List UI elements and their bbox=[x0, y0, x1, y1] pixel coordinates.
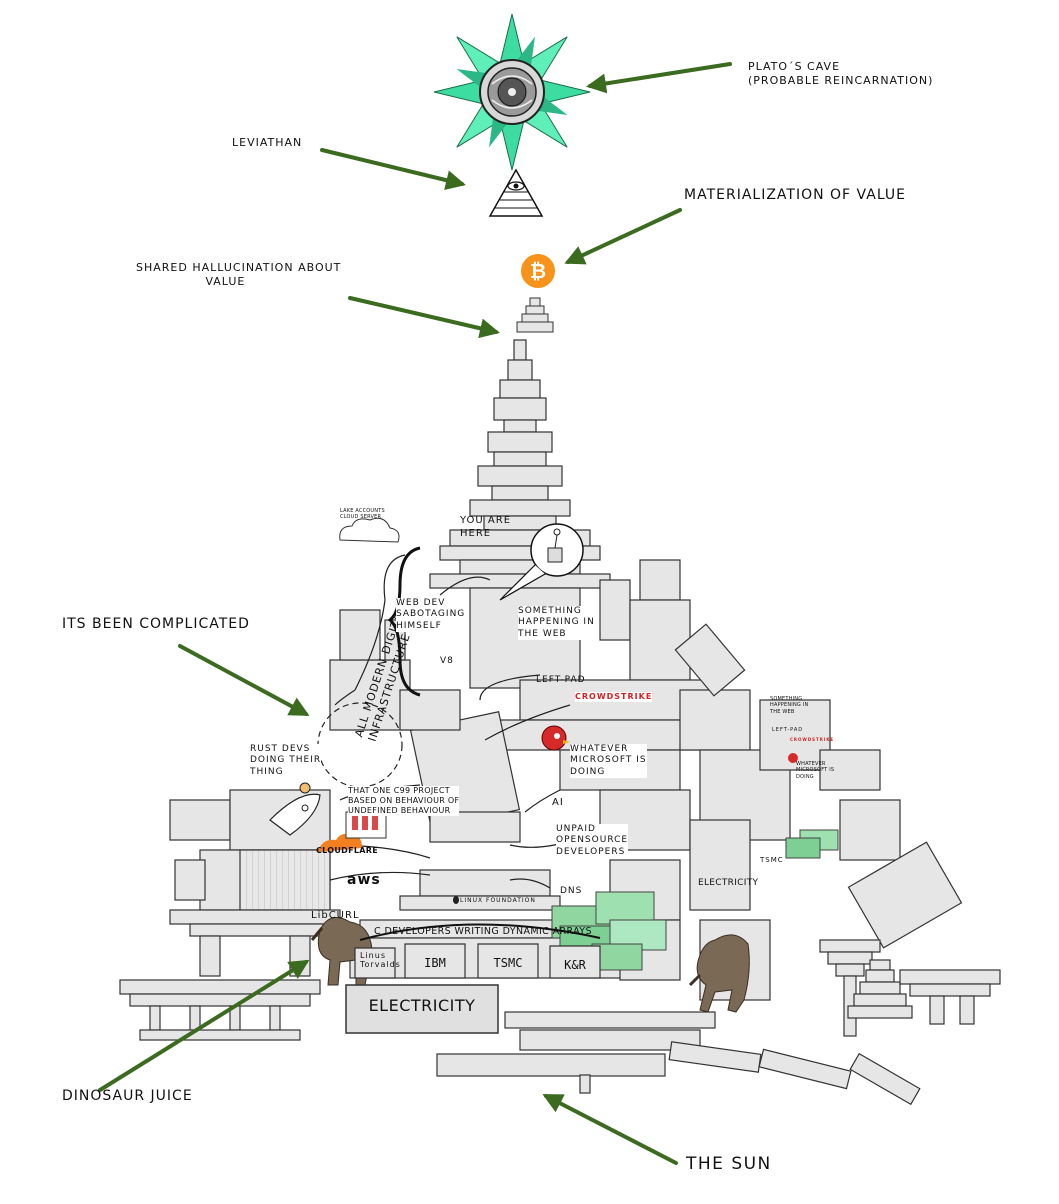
dns-label: DNS bbox=[560, 886, 583, 896]
right-whatever-line2: MICROSOFT IS bbox=[796, 767, 835, 774]
something-line2: HAPPENING IN bbox=[518, 617, 595, 628]
something-happening-label: SOMETHING HAPPENING IN THE WEB bbox=[518, 606, 595, 640]
left-pad-label: LEFT-PAD bbox=[536, 675, 586, 685]
web-dev-label: WEB DEV SABOTAGING HIMSELF bbox=[396, 598, 466, 632]
right-something-label: SOMETHING HAPPENING IN THE WEB bbox=[770, 696, 808, 715]
whatever-line1: WHATEVER bbox=[570, 744, 629, 754]
platos-cave-line1: PLATO´S CAVE bbox=[748, 60, 841, 73]
right-something-line3: THE WEB bbox=[770, 708, 795, 715]
web-dev-line3: HIMSELF bbox=[396, 620, 442, 631]
shared-hallucination-line2: VALUE bbox=[205, 274, 246, 288]
whatever-line2: MICROSOFT IS bbox=[570, 755, 647, 766]
main-tower bbox=[119, 339, 1001, 1106]
lake-accounts-label: LAKE ACCOUNTS CLOUD SERVER bbox=[340, 508, 385, 521]
angry-bird-small-icon bbox=[788, 753, 798, 763]
ai-label: AI bbox=[552, 797, 564, 808]
whatever-microsoft-label: WHATEVER MICROSOFT IS DOING bbox=[570, 744, 647, 778]
whatever-line3: DOING bbox=[570, 766, 606, 777]
dinosaur-right-icon bbox=[688, 934, 750, 1013]
right-crowdstrike-label: CROWDSTRIKE bbox=[790, 737, 835, 742]
c99-line1: THAT ONE C99 PROJECT bbox=[348, 786, 450, 795]
rust-line2: DOING THEIR bbox=[250, 755, 322, 766]
you-are-here-bubble bbox=[499, 523, 584, 601]
unpaid-label: UNPAID OPENSOURCE DEVELOPERS bbox=[556, 824, 629, 858]
c99-project-label: THAT ONE C99 PROJECT BASED ON BEHAVIOUR … bbox=[348, 786, 460, 816]
right-something-line1: SOMETHING bbox=[770, 696, 803, 702]
right-whatever-label: WHATEVER MICROSOFT IS DOING bbox=[796, 761, 834, 780]
you-are-here-label: YOU ARE HERE bbox=[460, 515, 511, 540]
platos-cave-label: PLATO´S CAVE (PROBABLE REINCARNATION) bbox=[748, 60, 933, 88]
c99-line3: UNDEFINED BEHAVIOUR bbox=[348, 806, 451, 815]
right-whatever-line1: WHATEVER bbox=[796, 761, 826, 767]
linus-line1: Linus bbox=[360, 951, 386, 960]
lake-line2: CLOUD SERVER bbox=[340, 514, 382, 521]
aws-label: aws bbox=[347, 872, 381, 888]
ibm-label: IBM bbox=[424, 956, 446, 970]
tux-icon bbox=[453, 896, 459, 904]
the-sun-label: THE SUN bbox=[686, 1154, 772, 1174]
unpaid-line1: UNPAID bbox=[556, 824, 596, 834]
cloudflare-label: CLOUDFLARE bbox=[316, 846, 378, 855]
all-infrastructure-brace bbox=[387, 546, 421, 697]
rust-line1: RUST DEVS bbox=[250, 744, 311, 754]
right-whatever-line3: DOING bbox=[796, 773, 814, 780]
dinosaur-juice-label: DINOSAUR JUICE bbox=[62, 1088, 193, 1104]
map-thumbnails bbox=[551, 829, 839, 971]
you-are-here-line1: YOU ARE bbox=[460, 515, 512, 526]
illuminati-pyramid-icon bbox=[488, 168, 544, 217]
v8-label: V8 bbox=[440, 656, 454, 666]
platos-cave-mandala-icon bbox=[433, 13, 591, 171]
linux-foundation-label: LINUX FOUNDATION bbox=[460, 897, 536, 904]
electricity-label: ELECTRICITY bbox=[368, 996, 476, 1015]
right-something-line2: HAPPENING IN bbox=[770, 702, 809, 709]
something-line3: THE WEB bbox=[518, 628, 567, 639]
electricity-small-label: ELECTRICITY bbox=[698, 878, 759, 888]
unpaid-line2: OPENSOURCE bbox=[556, 835, 629, 846]
you-are-here-line2: HERE bbox=[460, 527, 492, 539]
tsmc-small-label: TSMC bbox=[760, 856, 784, 864]
hallucination-spire bbox=[516, 297, 554, 333]
its-been-complicated-label: ITS BEEN COMPLICATED bbox=[62, 616, 250, 632]
right-left-pad-label: LEFT-PAD bbox=[772, 727, 804, 733]
shared-hallucination-label: SHARED HALLUCINATION ABOUT VALUE bbox=[136, 261, 341, 289]
rust-line3: THING bbox=[250, 766, 284, 777]
linus-line2: Torvalds bbox=[360, 959, 401, 969]
svg-text:₿: ₿ bbox=[530, 259, 546, 283]
unpaid-line3: DEVELOPERS bbox=[556, 846, 626, 857]
c-developers-banner bbox=[359, 923, 601, 941]
annotation-arrows bbox=[98, 62, 732, 1165]
leviathan-label: LEVIATHAN bbox=[232, 136, 303, 149]
web-dev-line2: SABOTAGING bbox=[396, 609, 466, 620]
something-line1: SOMETHING bbox=[518, 606, 582, 616]
rust-devs-label: RUST DEVS DOING THEIR THING bbox=[250, 744, 322, 778]
cloudflare-logo-icon bbox=[318, 811, 387, 852]
rust-rocket-icon bbox=[269, 782, 321, 836]
kr-label: K&R bbox=[564, 958, 586, 972]
tsmc-label: TSMC bbox=[493, 956, 523, 970]
libcurl-label: LibCURL bbox=[311, 910, 360, 921]
crowdstrike-label: CROWDSTRIKE bbox=[575, 692, 653, 702]
web-dev-line1: WEB DEV bbox=[396, 598, 446, 608]
cloud-server-icon bbox=[339, 517, 400, 543]
angry-bird-icon bbox=[541, 725, 570, 751]
platos-cave-line2: (PROBABLE REINCARNATION) bbox=[748, 73, 934, 87]
materialization-label: MATERIALIZATION OF VALUE bbox=[684, 187, 907, 203]
linus-label: Linus Torvalds bbox=[360, 951, 401, 970]
foundation-boxes bbox=[345, 943, 601, 1034]
c-developers-label: C DEVELOPERS WRITING DYNAMIC ARRAYS bbox=[374, 926, 592, 937]
bitcoin-icon: ₿ bbox=[521, 254, 555, 288]
c99-line2: BASED ON BEHAVIOUR OF bbox=[348, 796, 460, 805]
lake-line1: LAKE ACCOUNTS bbox=[340, 508, 385, 514]
shared-hallucination-line1: SHARED HALLUCINATION ABOUT bbox=[136, 261, 342, 274]
